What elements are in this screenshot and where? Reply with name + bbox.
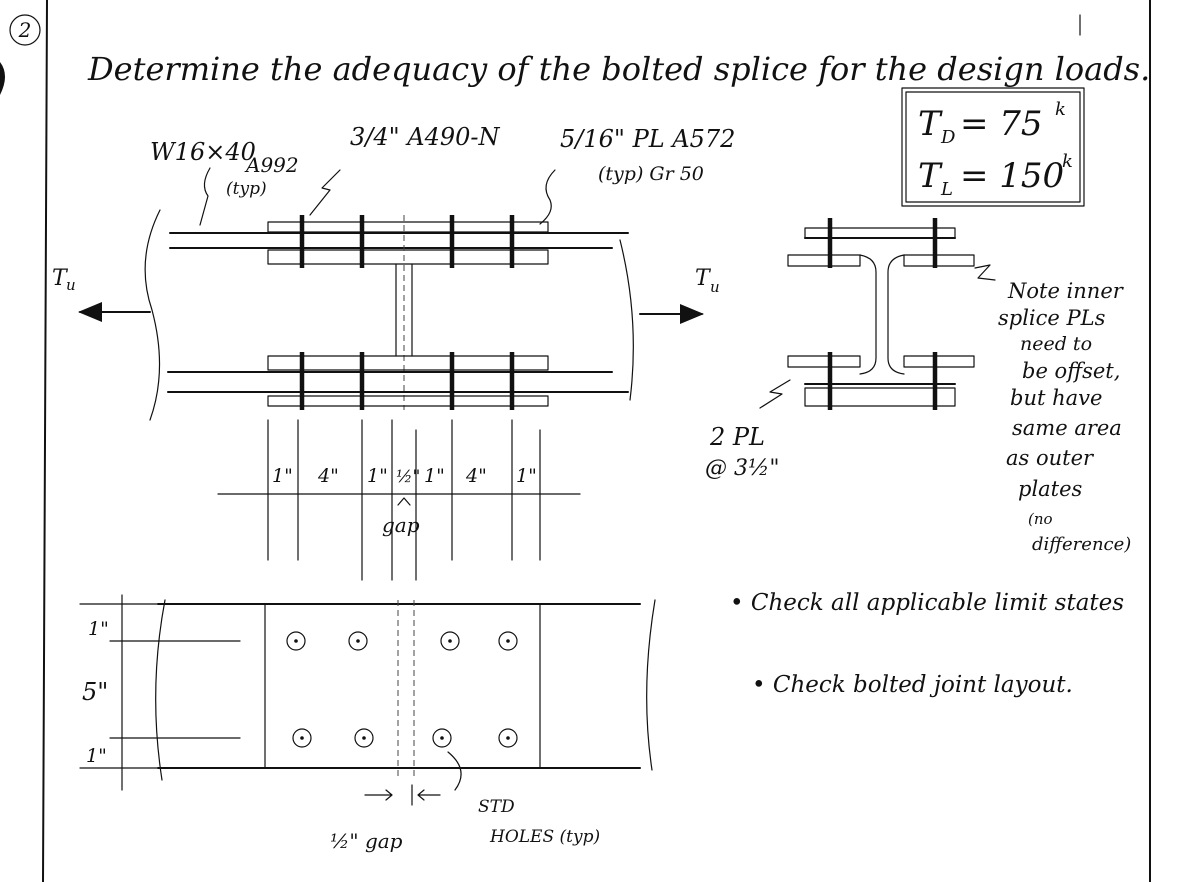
- bolt-hole: [498, 631, 518, 651]
- std-holes-label-2: HOLES (typ): [489, 827, 600, 847]
- bottom-gap-label: ½" gap: [330, 829, 403, 853]
- svg-text:½": ½": [396, 467, 420, 487]
- tu-right-arrow: T u: [639, 266, 720, 324]
- plate-leader: [539, 169, 556, 225]
- bolt-hole: [354, 728, 374, 748]
- svg-text:1": 1": [86, 745, 107, 767]
- problem-number: 2: [18, 18, 32, 42]
- bolt-hole: [286, 631, 306, 651]
- svg-text:T: T: [918, 156, 943, 196]
- bolt-hole: [498, 728, 518, 748]
- loads-box: T D = 75 k T L = 150 k: [901, 87, 1085, 207]
- svg-text:k: k: [1055, 99, 1066, 120]
- svg-text:be offset,: be offset,: [1022, 359, 1120, 383]
- inner-plates-size: @ 3½": [705, 456, 779, 481]
- svg-text:1": 1": [88, 618, 109, 640]
- splice-plan-view: 1" 5" 1" ½" gap STD HOLES (typ): [79, 594, 656, 853]
- task-bolt-layout: • Check bolted joint layout.: [752, 672, 1073, 698]
- plate-typ-label: (typ) Gr 50: [598, 163, 704, 185]
- bolt-hole: [440, 631, 460, 651]
- binding-mark: [0, 62, 5, 95]
- svg-text:4": 4": [465, 465, 487, 487]
- svg-text:T: T: [695, 266, 712, 291]
- svg-text:T: T: [918, 104, 943, 144]
- svg-text:1": 1": [272, 465, 293, 487]
- task-limit-states: • Check all applicable limit states: [730, 590, 1124, 616]
- svg-text:1": 1": [516, 465, 537, 487]
- svg-text:= 75: = 75: [960, 104, 1043, 144]
- svg-text:D: D: [940, 127, 956, 148]
- svg-text:as outer: as outer: [1006, 446, 1095, 470]
- splice-elevation: [144, 209, 634, 421]
- bolt-hole: [292, 728, 312, 748]
- beam-typ-label: (typ): [226, 179, 267, 199]
- svg-text:k: k: [1062, 151, 1073, 172]
- beam-label: W16×40: [150, 138, 256, 166]
- left-border: [42, 0, 48, 882]
- splice-section: [759, 218, 996, 410]
- beam-leader: [199, 167, 211, 226]
- bolt-leader: [309, 169, 341, 216]
- svg-text:L: L: [940, 179, 953, 200]
- svg-text:difference): difference): [1032, 534, 1131, 555]
- offset-note: Note inner splice PLs need to be offset,…: [998, 279, 1131, 555]
- horizontal-dimensions: 1" 4" 1" ½" 1" 4" 1" gap: [217, 419, 581, 581]
- problem-number-circle: [9, 14, 41, 46]
- plate-label: 5/16" PL A572: [560, 125, 735, 153]
- svg-text:plates: plates: [1018, 477, 1083, 501]
- svg-text:splice PLs: splice PLs: [998, 306, 1106, 330]
- svg-text:need to: need to: [1020, 333, 1092, 355]
- gap-label: gap: [382, 513, 420, 537]
- bolt-hole: [348, 631, 368, 651]
- bolt-label: 3/4" A490-N: [350, 123, 501, 151]
- svg-text:T: T: [52, 266, 69, 291]
- svg-text:but have: but have: [1010, 386, 1102, 410]
- svg-text:u: u: [710, 278, 720, 296]
- tu-left-arrow: T u: [52, 266, 151, 322]
- svg-text:same area: same area: [1012, 416, 1122, 440]
- svg-text:Note inner: Note inner: [1007, 279, 1125, 303]
- bolt-hole: [432, 728, 452, 748]
- problem-statement: Determine the adequacy of the bolted spl…: [87, 50, 1150, 88]
- svg-text:4": 4": [317, 465, 339, 487]
- std-holes-label-1: STD: [478, 797, 515, 817]
- svg-text:= 150: = 150: [960, 156, 1064, 196]
- svg-text:1": 1": [424, 465, 445, 487]
- beam-grade-label: A992: [244, 153, 299, 177]
- svg-text:1": 1": [367, 465, 388, 487]
- inner-plates-label: 2 PL: [709, 423, 765, 451]
- svg-text:(no: (no: [1028, 510, 1053, 528]
- svg-text:u: u: [66, 276, 76, 294]
- svg-text:5": 5": [82, 678, 108, 706]
